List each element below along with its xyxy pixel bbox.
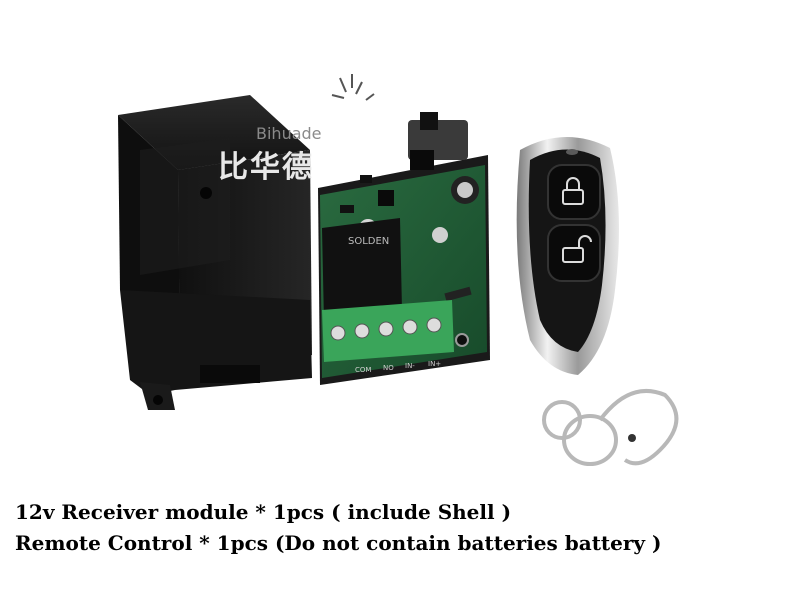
receiver-module: SOLDEN COM NO IN- IN+: [318, 112, 490, 385]
lock-button[interactable]: [547, 164, 601, 220]
terminal-label: IN-: [405, 362, 415, 370]
watermark-sparkle-icon: [331, 74, 375, 101]
terminal-label: COM: [355, 366, 371, 374]
mount-hole: [200, 187, 212, 199]
terminal-label: IN+: [428, 360, 441, 368]
watermark-brand-chinese: 比华德: [218, 150, 314, 185]
relay-brand-label: SOLDEN: [348, 236, 389, 247]
unlock-button[interactable]: [547, 224, 601, 282]
relay: SOLDEN: [322, 218, 402, 322]
keyring-icon: [542, 388, 679, 466]
receiver-enclosure: [118, 95, 312, 410]
terminal-label: NO: [383, 364, 394, 372]
caption-line-receiver: 12v Receiver module * 1pcs ( include She…: [15, 500, 512, 524]
watermark: Bihuade 比华德: [218, 98, 378, 188]
remote-control: [516, 136, 679, 466]
product-caption: 12v Receiver module * 1pcs ( include She…: [15, 497, 785, 559]
watermark-brand-latin: Bihuade: [256, 124, 322, 143]
lock-icon: [562, 177, 584, 205]
terminal-block: [322, 300, 454, 362]
caption-line-remote: Remote Control * 1pcs (Do not contain ba…: [15, 531, 662, 555]
unlock-icon: [562, 235, 592, 263]
